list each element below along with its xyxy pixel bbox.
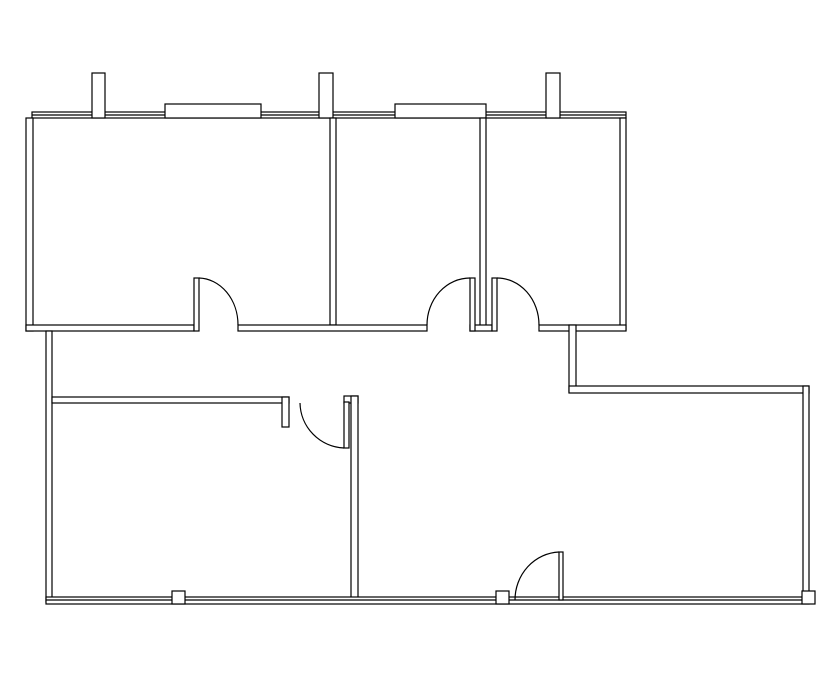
door-bottom-left <box>299 402 345 449</box>
door-top-middle <box>426 277 471 326</box>
door-top-right <box>496 277 540 326</box>
column-top-1 <box>91 72 106 119</box>
office-bottom-left-north-wall <box>51 396 290 428</box>
window-top-middle <box>394 103 487 119</box>
partition-top-2 <box>479 117 487 331</box>
office-top-right-east-wall <box>619 117 627 331</box>
door-jamb-1 <box>193 277 200 332</box>
partition-top-1 <box>329 117 337 326</box>
bottom-facade-wall <box>45 596 810 605</box>
column-top-2 <box>318 72 334 119</box>
column-bottom-3 <box>801 590 816 605</box>
corridor-west-wall <box>45 330 53 603</box>
corridor-north-wall <box>25 324 627 332</box>
office-top-left-west-wall <box>25 117 34 332</box>
door-entry <box>514 551 564 601</box>
column-bottom-1 <box>171 590 186 605</box>
window-top-left <box>164 103 262 119</box>
column-top-3 <box>545 72 561 119</box>
door-jamb-3 <box>491 277 498 332</box>
office-bottom-left-east-wall <box>343 395 359 599</box>
column-bottom-2 <box>495 590 510 605</box>
door-top-left <box>198 277 239 326</box>
door-jamb-2 <box>469 277 476 332</box>
east-wing-wall <box>568 324 810 593</box>
